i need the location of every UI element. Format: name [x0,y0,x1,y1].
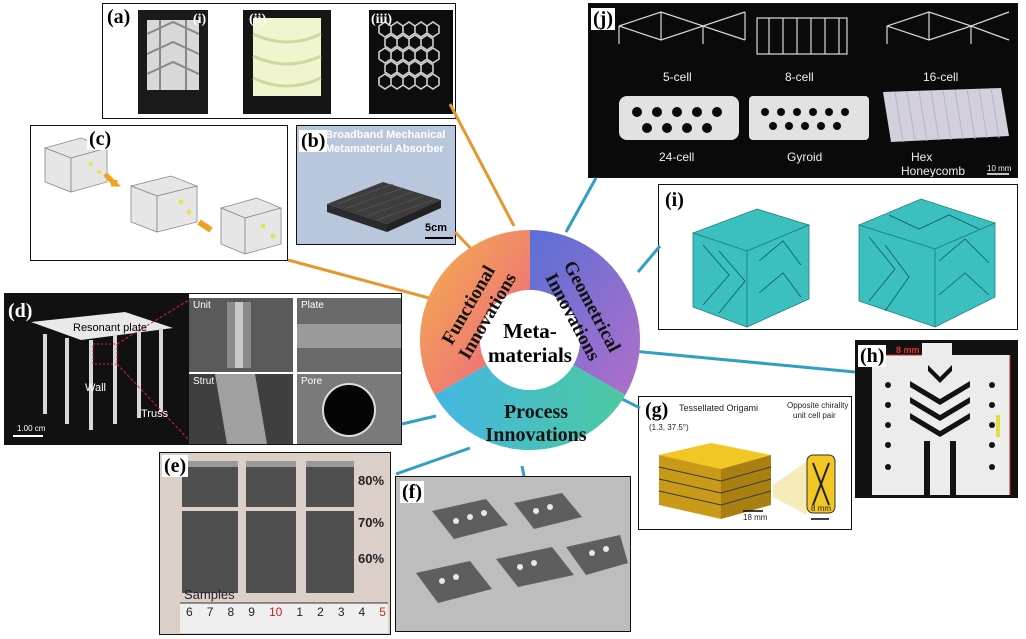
panel-j: (j) 5-cell 8-cell 16-cell 24-cell Gyroid… [588,3,1018,178]
panel-g: (g) Tessellated Origami (1.3, 37.5°) Opp… [638,396,852,530]
panel-e: (e) 80% 70% 60% Samples 6 7 8 9 10 1 2 3… [159,452,391,635]
panel-e-pct-80: 80% [358,473,385,488]
panel-j-cell-24: 24-cell [659,150,695,164]
panel-a-art [138,10,453,114]
ruler-tick: 7 [206,605,214,619]
connector-h [621,348,856,374]
panel-d-scale: 1.00 cm [17,424,46,433]
panel-g-label: (g) [643,399,671,421]
panel-i: (i) [658,184,1018,330]
connector-f [520,465,526,477]
connector-c [287,258,445,304]
connector-i [636,245,662,273]
panel-d: (d) Resonant plate Wall Truss Unit Plate… [4,293,402,445]
panel-b-title-2: Metamaterial Absorber [325,143,444,155]
panel-e-ruler: 6 7 8 9 10 1 2 3 4 5 [186,605,386,619]
hub-center-line1: Meta- [503,319,557,343]
ruler-tick: 1 [296,605,304,619]
ruler-tick: 4 [358,605,366,619]
panel-h-scale: 8 mm [896,345,920,355]
panel-g-side-2: unit cell pair [793,411,836,420]
panel-j-cell-hex: Hex [911,150,933,164]
panel-b-scale: 5cm [425,222,448,234]
panel-a-label: (a) [105,6,133,28]
panel-j-cell-gyroid: Gyroid [787,150,823,164]
panel-g-art [658,443,836,520]
sector-functional [419,230,530,395]
hub-center [480,290,580,390]
panel-d-inset-strut: Strut [193,376,215,387]
panel-a-sub-i: (i) [193,12,207,27]
ruler-tick: 10 [268,605,283,619]
panel-j-cell-8: 8-cell [785,70,814,84]
connector-d [401,414,437,426]
hub-center-line2: materials [488,343,572,367]
panel-c: (c) [30,125,288,261]
panel-h-art [856,341,1017,497]
panel-d-inset-plate: Plate [301,300,324,311]
panel-f-art [396,477,630,631]
panel-e-art [160,453,390,634]
process-line1: Process [504,401,568,423]
panel-e-label: (e) [162,455,189,477]
panel-b: (b) Broadband Mechanical Metamaterial Ab… [296,125,456,245]
panel-e-samples: Samples [184,587,235,602]
ruler-tick: 9 [248,605,255,619]
panel-g-title: Tessellated Origami [679,403,759,413]
panel-d-label: (d) [8,300,33,322]
connector-a [448,103,516,227]
panel-d-callout-truss: Truss [141,408,169,420]
ruler-tick: 8 [227,605,235,619]
panel-i-label: (i) [663,189,686,211]
sector-geometrical [530,230,641,395]
sector-process [434,365,626,451]
panel-a-sub-iii: (iii) [371,12,392,27]
panel-j-label: (j) [591,8,615,30]
panel-i-art [691,198,997,328]
panel-g-scale-1: 18 mm [743,513,768,522]
panel-b-label: (b) [299,130,328,152]
panel-a: (a) (i) (ii) (iii) [102,3,456,119]
panel-d-callout-plate: Resonant plate [73,322,147,334]
panel-b-title-1: Broadband Mechanical [325,129,446,141]
panel-g-coords: (1.3, 37.5°) [649,423,689,432]
connector-e [395,446,471,476]
panel-d-callout-wall: Wall [85,382,106,394]
ruler-tick: 6 [186,605,193,619]
connector-j [564,177,598,233]
panel-j-cell-16: 16-cell [923,70,959,84]
panel-f-label: (f) [400,481,424,503]
panel-e-pct-70: 70% [358,515,385,530]
panel-e-pct-60: 60% [358,551,385,566]
ruler-tick: 2 [317,605,324,619]
process-line2: Innovations [485,424,586,446]
panel-g-side-1: Opposite chirality [787,401,849,410]
panel-h: (h) 8 mm [855,340,1018,498]
panel-d-inset-unit: Unit [193,300,211,311]
panel-j-scale: 10 mm [987,164,1012,173]
panel-h-label: (h) [858,345,887,367]
panel-c-label: (c) [87,128,114,150]
panel-d-inset-pore: Pore [301,376,323,387]
ruler-tick: 5 [379,605,386,619]
panel-d-art [5,294,401,444]
panel-f: (f) [395,476,631,632]
panel-g-scale-2: 8 mm [811,504,831,513]
panel-j-cell-honeycomb: Honeycomb [901,164,966,178]
panel-j-cell-5: 5-cell [663,70,692,84]
panel-j-art [589,4,1017,177]
ruler-tick: 3 [337,605,345,619]
panel-a-sub-ii: (ii) [249,12,267,27]
